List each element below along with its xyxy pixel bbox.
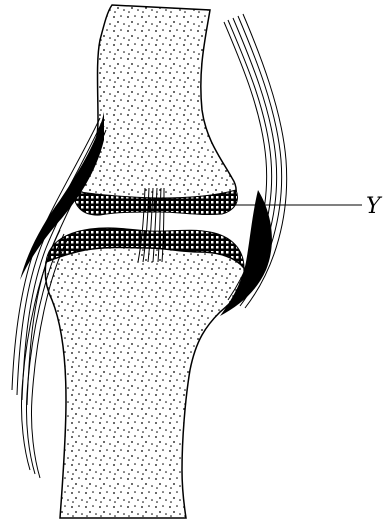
upper-bone <box>76 5 236 212</box>
lower-bone <box>45 248 244 519</box>
label-y: Y <box>366 194 383 219</box>
